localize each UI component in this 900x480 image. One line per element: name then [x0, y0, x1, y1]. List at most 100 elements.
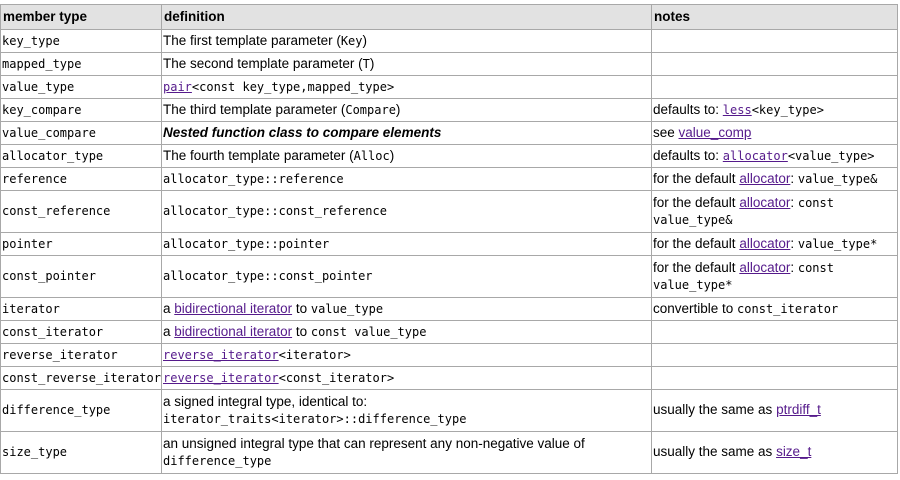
definition-text: ): [395, 101, 401, 117]
notes-code: value_type*: [797, 236, 878, 251]
notes-cell: defaults to: allocator<value_type>: [651, 144, 898, 168]
member-type-cell: value_compare: [0, 121, 162, 145]
definition-text: a: [163, 300, 175, 316]
definition-code: difference_type: [163, 453, 272, 468]
member-types-table: member type definition notes key_type Th…: [0, 4, 898, 474]
member-type-cell: allocator_type: [0, 144, 162, 168]
notes-text: for the default: [653, 170, 740, 186]
bidirectional-iterator-link[interactable]: bidirectional iterator: [174, 323, 293, 339]
notes-cell: [651, 52, 898, 76]
bidirectional-iterator-link[interactable]: bidirectional iterator: [174, 300, 293, 316]
definition-code: <const key_type,mapped_type>: [191, 79, 395, 94]
definition-cell: The second template parameter (T): [161, 52, 652, 76]
allocator-link[interactable]: allocator: [722, 148, 788, 163]
table-row: iterator a bidirectional iterator to val…: [0, 297, 898, 321]
definition-cell: allocator_type::pointer: [161, 232, 652, 256]
table-row: mapped_type The second template paramete…: [0, 52, 898, 76]
definition-code: Compare: [345, 102, 396, 117]
definition-cell: The first template parameter (Key): [161, 29, 652, 53]
notes-text: :: [790, 170, 798, 186]
member-type-cell: const_iterator: [0, 320, 162, 344]
definition-text: The third template parameter (: [163, 101, 346, 117]
notes-text: for the default: [653, 235, 740, 251]
allocator-link[interactable]: allocator: [739, 259, 791, 275]
definition-text: ): [362, 32, 368, 48]
notes-code: <value_type>: [787, 148, 875, 163]
header-definition: definition: [161, 4, 652, 30]
definition-code: allocator_type::reference: [163, 171, 344, 186]
notes-text: for the default: [653, 194, 740, 210]
definition-emphasis: Nested function class to compare element…: [163, 124, 442, 140]
table-row: size_type an unsigned integral type that…: [0, 431, 898, 474]
reverse-iterator-link[interactable]: reverse_iterator: [163, 370, 279, 385]
definition-cell: allocator_type::reference: [161, 167, 652, 191]
definition-cell: a signed integral type, identical to: it…: [161, 389, 652, 432]
member-type-cell: key_type: [0, 29, 162, 53]
member-type-cell: iterator: [0, 297, 162, 321]
header-notes: notes: [651, 4, 898, 30]
less-link[interactable]: less: [722, 102, 752, 117]
definition-text: an unsigned integral type that can repre…: [163, 435, 585, 451]
definition-text: a: [163, 323, 175, 339]
value-comp-link[interactable]: value_comp: [678, 124, 752, 140]
definition-cell: an unsigned integral type that can repre…: [161, 431, 652, 474]
table-row: value_compare Nested function class to c…: [0, 121, 898, 145]
notes-cell: [651, 366, 898, 390]
notes-cell: for the default allocator: value_type&: [651, 167, 898, 191]
notes-text: convertible to: [653, 300, 738, 316]
definition-cell: reverse_iterator<const_iterator>: [161, 366, 652, 390]
definition-code: iterator_traits<iterator>::difference_ty…: [163, 411, 467, 426]
definition-cell: a bidirectional iterator to value_type: [161, 297, 652, 321]
notes-text: usually the same as: [653, 402, 777, 418]
notes-cell: [651, 29, 898, 53]
ptrdiff-t-link[interactable]: ptrdiff_t: [776, 402, 821, 418]
definition-code: <const_iterator>: [278, 370, 395, 385]
table-row: difference_type a signed integral type, …: [0, 389, 898, 432]
member-type-cell: pointer: [0, 232, 162, 256]
definition-code: allocator_type::const_reference: [163, 204, 387, 218]
table-row: const_reverse_iterator reverse_iterator<…: [0, 366, 898, 390]
definition-text: The first template parameter (: [163, 32, 341, 48]
notes-code: const value_type*: [653, 260, 834, 292]
allocator-link[interactable]: allocator: [739, 194, 791, 210]
member-type-cell: const_reference: [0, 190, 162, 233]
notes-code: <key_type>: [751, 102, 824, 117]
table-row: allocator_type The fourth template param…: [0, 144, 898, 168]
table-row: const_pointer allocator_type::const_poin…: [0, 255, 898, 298]
notes-cell: convertible to const_iterator: [651, 297, 898, 321]
definition-text: a signed integral type, identical to:: [163, 393, 368, 409]
definition-cell: pair<const key_type,mapped_type>: [161, 75, 652, 99]
notes-cell: usually the same as size_t: [651, 431, 898, 474]
notes-cell: [651, 343, 898, 367]
member-type-cell: difference_type: [0, 389, 162, 432]
table-row: reverse_iterator reverse_iterator<iterat…: [0, 343, 898, 367]
table-row: reference allocator_type::reference for …: [0, 167, 898, 191]
definition-text: The second template parameter (: [163, 55, 363, 71]
definition-cell: reverse_iterator<iterator>: [161, 343, 652, 367]
notes-text: :: [790, 194, 798, 210]
notes-cell: [651, 320, 898, 344]
notes-cell: see value_comp: [651, 121, 898, 145]
notes-text: :: [790, 259, 798, 275]
definition-code: Alloc: [353, 148, 390, 163]
notes-cell: defaults to: less<key_type>: [651, 98, 898, 122]
allocator-link[interactable]: allocator: [739, 235, 791, 251]
definition-code: const value_type: [310, 324, 427, 339]
definition-cell: The third template parameter (Compare): [161, 98, 652, 122]
notes-cell: for the default allocator: value_type*: [651, 232, 898, 256]
member-type-cell: const_pointer: [0, 255, 162, 298]
notes-cell: for the default allocator: const value_t…: [651, 190, 898, 233]
allocator-link[interactable]: allocator: [739, 170, 791, 186]
definition-cell: allocator_type::const_pointer: [161, 255, 652, 298]
definition-text: to: [292, 323, 311, 339]
notes-text: :: [790, 235, 798, 251]
pair-link[interactable]: pair: [163, 79, 192, 94]
size-t-link[interactable]: size_t: [776, 444, 812, 460]
notes-code: const value_type&: [653, 195, 834, 227]
definition-text: ): [389, 147, 395, 163]
reverse-iterator-link[interactable]: reverse_iterator: [163, 347, 279, 362]
notes-text: for the default: [653, 259, 740, 275]
notes-cell: [651, 75, 898, 99]
member-type-cell: reference: [0, 167, 162, 191]
notes-code: const_iterator: [737, 301, 839, 316]
